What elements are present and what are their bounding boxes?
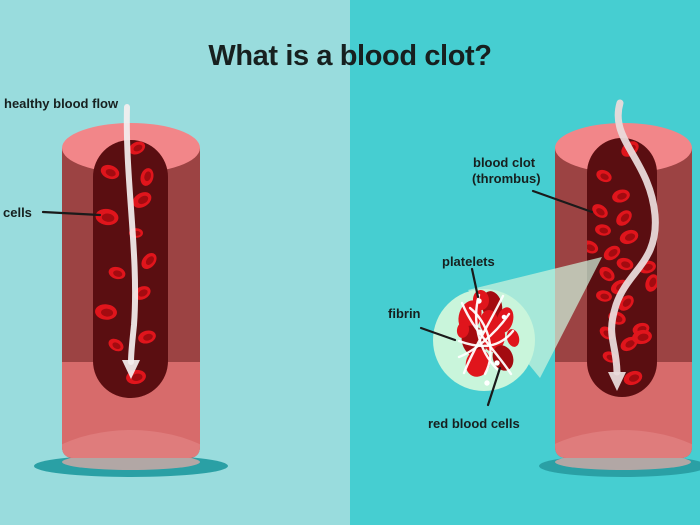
leader-line-cells	[41, 210, 102, 217]
label-red-blood-cells: red blood cells	[428, 416, 520, 431]
label-fibrin: fibrin	[388, 306, 421, 321]
label-blood-clot-line2: (thrombus)	[472, 171, 541, 186]
healthy-flow-arrowhead	[122, 360, 140, 379]
healthy-vessel-illustration	[34, 104, 228, 477]
label-blood-clot-line1: blood clot	[473, 155, 536, 170]
fibrin-strands	[457, 293, 515, 376]
clot-magnifier	[433, 289, 535, 391]
label-platelets: platelets	[442, 254, 495, 269]
label-healthy-blood-flow: healthy blood flow	[4, 96, 119, 111]
leader-line-fibrin	[419, 326, 457, 342]
leader-line-blood-clot	[531, 189, 594, 214]
magnified-clot	[456, 290, 520, 386]
platelet-dots	[476, 298, 507, 386]
annotations: healthy blood flow cells blood clot (thr…	[3, 96, 594, 431]
leader-line-red-blood-cells	[486, 366, 502, 407]
magnifier-beam	[468, 257, 602, 378]
clotted-vessel-illustration	[468, 99, 700, 477]
label-cells: cells	[3, 205, 32, 220]
leader-line-platelets	[470, 267, 480, 299]
obstructed-flow-arrowhead	[608, 372, 626, 391]
obstructed-flow-arrow	[608, 99, 659, 376]
page-title: What is a blood clot?	[208, 40, 491, 72]
healthy-flow-arrow	[123, 104, 139, 365]
